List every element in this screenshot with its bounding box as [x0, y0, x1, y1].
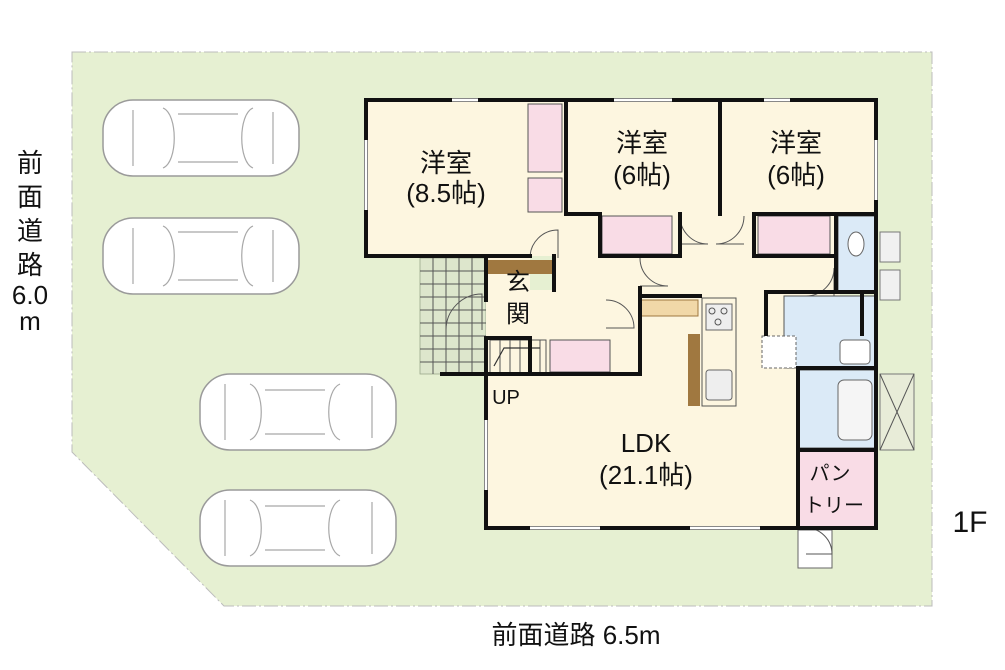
wash-basin [839, 339, 871, 365]
left-road-c5: 6.0 [12, 280, 48, 310]
washing-machine [761, 335, 797, 369]
room-labels: 洋室 (8.5帖) 洋室 (6帖) 洋室 (6帖) 玄 関 LDK (21.1帖… [406, 128, 864, 517]
kitchen-island [688, 334, 700, 406]
house [364, 98, 915, 569]
kitchen-sink [705, 369, 733, 401]
cooktop [705, 303, 733, 331]
left-road-c3: 道 [17, 216, 43, 246]
room-name-western-large: 洋室 [420, 148, 472, 178]
walls [364, 98, 878, 530]
left-road-c4: 路 [17, 250, 43, 280]
entrance-label-1: 玄 [506, 269, 530, 296]
door-swings [445, 215, 835, 555]
toilet-bowl [847, 231, 865, 257]
room-size-western-mid: (6帖) [613, 160, 671, 190]
closet [757, 215, 831, 255]
left-road-c6: m [19, 306, 41, 336]
parking-area [102, 99, 397, 567]
room-size-western-right: (6帖) [767, 160, 825, 190]
bottom-road-label: 前面道路 6.5m [491, 620, 660, 650]
left-road-c2: 面 [17, 182, 43, 212]
bathtub [837, 379, 873, 441]
pantry-floor [798, 452, 876, 528]
road-labels: 前 面 道 路 6.0 m 前面道路 6.5m [12, 148, 661, 650]
ldk-size: (21.1帖) [599, 460, 693, 490]
room-name-western-right: 洋室 [770, 128, 822, 158]
stairs [489, 339, 547, 375]
back-door-step [797, 529, 833, 569]
closet [527, 177, 563, 213]
ldk-name: LDK [621, 428, 672, 458]
entrance-porch [419, 257, 487, 375]
closet [549, 339, 611, 373]
outdoor-unit [879, 231, 901, 263]
stairs-label: UP [492, 387, 520, 409]
windows [364, 98, 878, 530]
pantry-label-1: パン [810, 463, 851, 485]
closet [601, 215, 673, 255]
car [199, 373, 397, 451]
floor-label: 1F [952, 506, 987, 539]
entrance-label-2: 関 [506, 301, 530, 328]
car [102, 217, 300, 295]
room-name-western-mid: 洋室 [616, 128, 668, 158]
room-size-western-large: (8.5帖) [406, 178, 485, 208]
room-floor-western-right [720, 100, 876, 214]
car [102, 99, 300, 177]
pantry-label-2: トリー [804, 495, 864, 517]
shoe-cabinet [488, 260, 554, 274]
closet [527, 103, 563, 173]
left-road-c1: 前 [17, 148, 43, 178]
room-floor-western-mid [566, 100, 720, 214]
outdoor-unit [879, 269, 901, 301]
kitchen-shelf [639, 299, 699, 317]
hall-floor-2 [530, 290, 640, 336]
car [199, 489, 397, 567]
